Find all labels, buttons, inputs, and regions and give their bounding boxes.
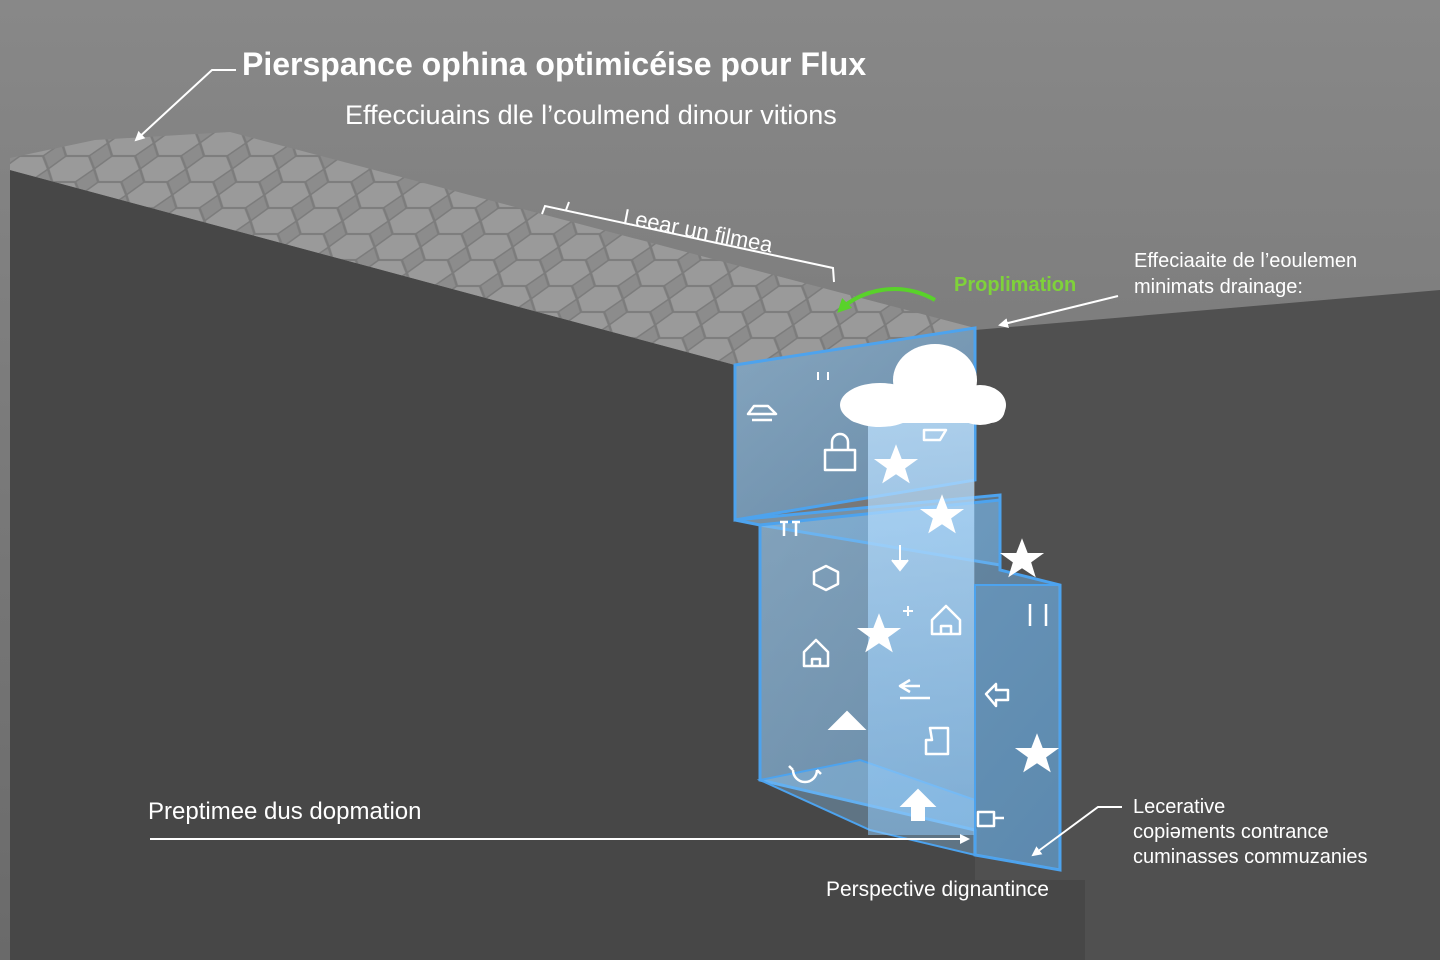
arrow-up-icon <box>899 788 937 821</box>
film-bracket-tick <box>565 201 570 211</box>
star-icon <box>873 444 919 484</box>
diagram-title: Pierspance ophina optimicéise pour Flux <box>242 46 867 82</box>
house-icon <box>930 604 962 636</box>
cloud-icon <box>840 344 1006 427</box>
bottom-left-label: Preptimee dus dopmation <box>148 798 422 825</box>
car-icon <box>746 404 778 422</box>
star-icon <box>919 494 965 534</box>
green-curved-arrow <box>837 287 936 313</box>
right-label: Effeciaaite de l’eoulemen minimats drain… <box>1134 248 1357 300</box>
star-icon <box>827 710 867 730</box>
lower-right-label-line-1: Lecerative <box>1133 796 1226 818</box>
light-beam <box>868 415 974 835</box>
arrow-left-icon <box>984 682 1010 708</box>
side-panel <box>974 584 1061 872</box>
lower-right-label-line-2: copiəments contrance <box>1133 821 1329 843</box>
lower-right-leader <box>1031 806 1122 857</box>
right-label-line-1: Effeciaaite de l’eoulemen <box>1134 250 1358 272</box>
title-leader <box>134 69 236 142</box>
left-wall <box>10 170 1085 960</box>
right-label-line-2: minimats drainage: <box>1134 276 1303 298</box>
star-icon <box>1014 733 1060 773</box>
people-icon <box>780 520 800 536</box>
right-ground <box>975 290 1440 960</box>
film-bracket <box>541 204 835 283</box>
padlock-icon <box>823 432 857 472</box>
right-leader <box>998 295 1119 328</box>
hex-textured-surface <box>10 132 975 365</box>
recycle-icon <box>788 765 822 784</box>
diagram-subtitle: Effecciuains dle l’coulmend dinour vitio… <box>345 100 837 130</box>
star-icon <box>999 538 1045 578</box>
recycle-icon <box>812 564 840 592</box>
star-icon <box>856 613 902 653</box>
house-icon <box>802 638 830 668</box>
arrow-down-icon <box>891 545 909 572</box>
plus-icon <box>903 606 913 616</box>
share-icon <box>924 726 950 756</box>
bottom-label: Perspective dignantince <box>826 878 1049 901</box>
lower-right-label: Lecerative copiəments contrance cuminass… <box>1133 795 1368 870</box>
green-label: Proplimation <box>954 274 1077 296</box>
people-icon <box>1028 604 1048 626</box>
lower-right-label-line-3: cuminasses commuzanies <box>1133 846 1368 868</box>
flag-icon <box>922 428 948 442</box>
transfer-icon <box>898 678 930 700</box>
dots-icon <box>817 372 829 380</box>
share-icon <box>976 810 1004 828</box>
